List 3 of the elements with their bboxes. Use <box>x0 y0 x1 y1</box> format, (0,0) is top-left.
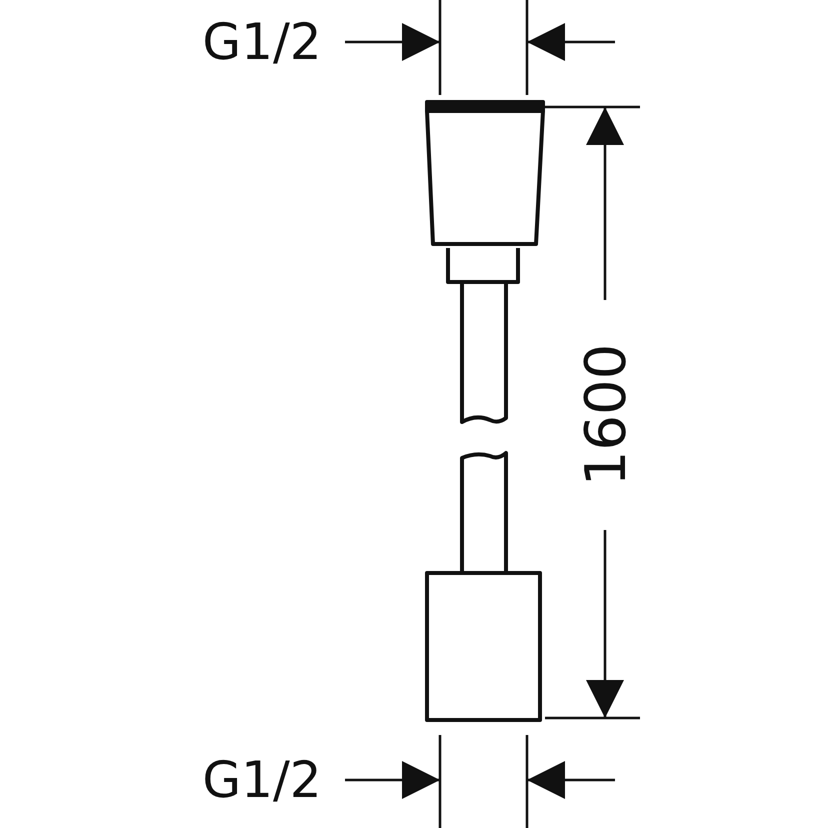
dimension-label: 1600 <box>579 344 635 486</box>
thread-size-label: G1/2 <box>202 755 322 805</box>
thread-size-label: G1/2 <box>202 17 322 67</box>
